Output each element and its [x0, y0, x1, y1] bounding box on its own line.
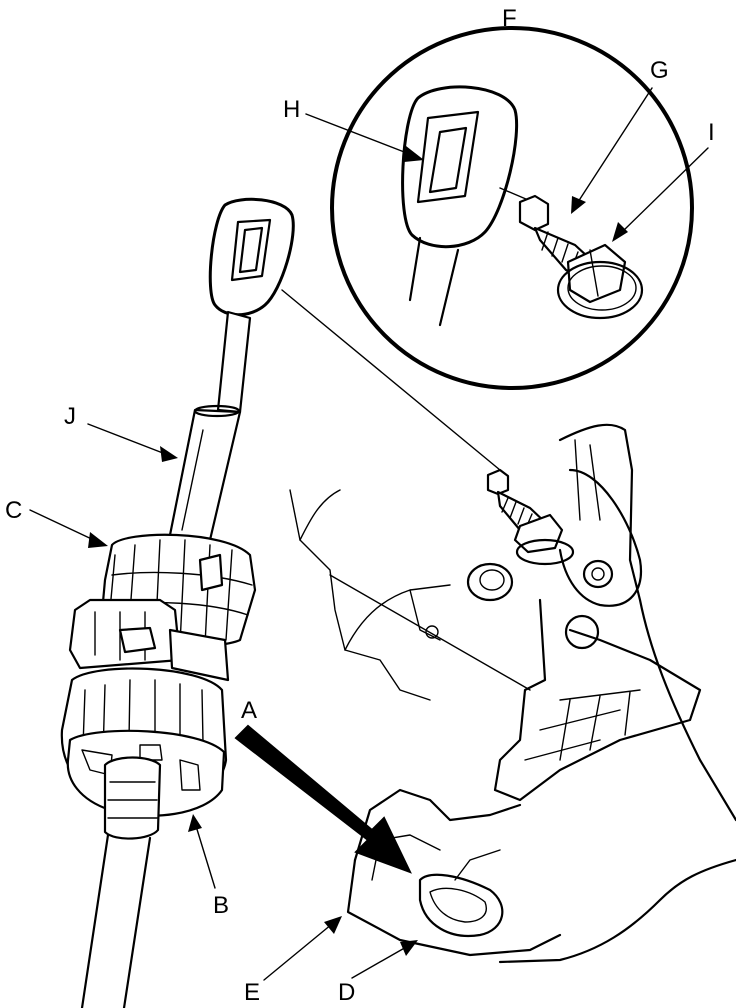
- label-g: G: [650, 57, 669, 84]
- label-h: H: [283, 96, 300, 123]
- label-j: J: [64, 403, 76, 430]
- label-a: A: [241, 697, 257, 724]
- label-c: C: [5, 497, 22, 524]
- shift-lever-bolt: [486, 468, 575, 566]
- detail-inset: [330, 26, 694, 390]
- label-e: E: [244, 979, 260, 1006]
- cable-sleeve: [168, 408, 242, 542]
- callout-labels: A B C D E F G H I J: [5, 5, 715, 1006]
- detail-bolt: [518, 194, 644, 320]
- inner-bushing: [103, 756, 162, 840]
- direction-arrow: [234, 724, 412, 874]
- label-d: D: [338, 979, 355, 1006]
- transmission-housing: [289, 423, 736, 964]
- alignment-line-lower: [329, 574, 531, 691]
- detail-nut: [566, 243, 627, 304]
- shift-cable: [60, 197, 295, 1008]
- alignment-line: [281, 289, 501, 471]
- label-f: F: [502, 5, 517, 32]
- label-b: B: [213, 892, 229, 919]
- callout-leaders: [29, 87, 709, 981]
- label-i: I: [708, 119, 715, 146]
